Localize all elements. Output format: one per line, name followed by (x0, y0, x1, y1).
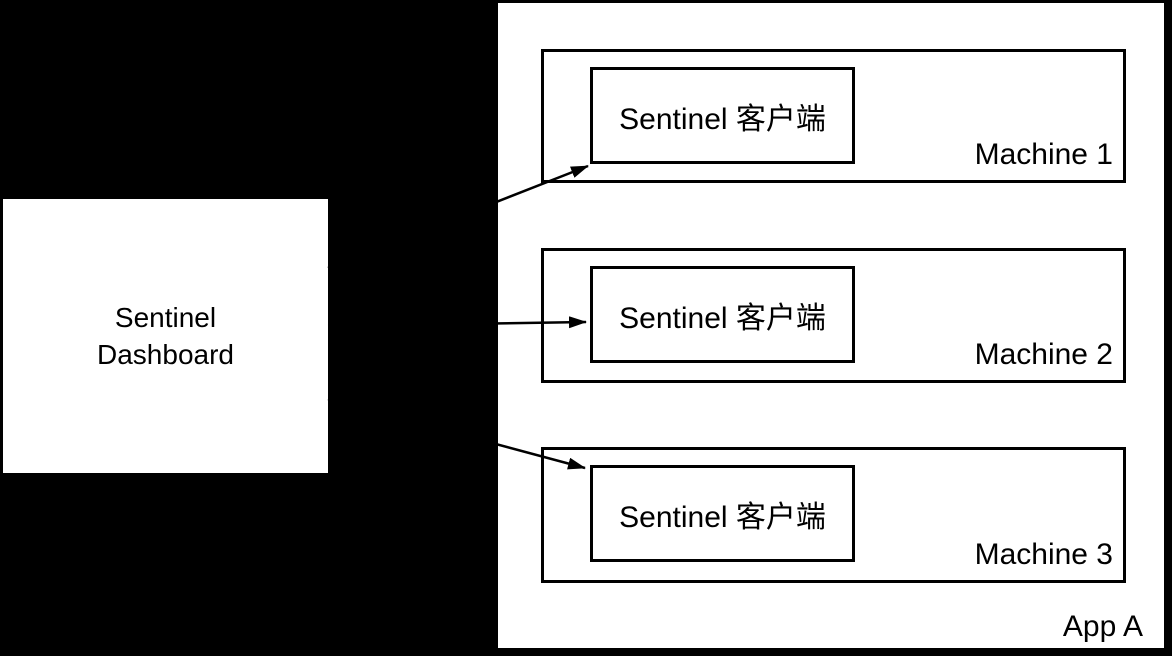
sentinel-client-node: Sentinel 客户端 (590, 67, 855, 164)
machine-1-label: Machine 1 (974, 138, 1113, 171)
sentinel-client-label: Sentinel 客户端 (619, 102, 826, 136)
machine-3-node: Sentinel 客户端 Machine 3 (541, 447, 1126, 583)
sentinel-client-node: Sentinel 客户端 (590, 465, 855, 562)
sentinel-dashboard-label: Sentinel Dashboard (97, 302, 234, 370)
machine-2-label: Machine 2 (974, 338, 1113, 371)
sentinel-client-label: Sentinel 客户端 (619, 301, 826, 335)
sentinel-client-label: Sentinel 客户端 (619, 500, 826, 534)
machine-3-label: Machine 3 (974, 538, 1113, 571)
sentinel-client-node: Sentinel 客户端 (590, 266, 855, 363)
app-a-container: Sentinel 客户端 Machine 1 Sentinel 客户端 Mach… (498, 3, 1164, 648)
app-a-label: App A (1062, 610, 1143, 643)
machine-2-node: Sentinel 客户端 Machine 2 (541, 248, 1126, 383)
machine-1-node: Sentinel 客户端 Machine 1 (541, 49, 1126, 183)
sentinel-dashboard-node: Sentinel Dashboard (3, 199, 328, 473)
